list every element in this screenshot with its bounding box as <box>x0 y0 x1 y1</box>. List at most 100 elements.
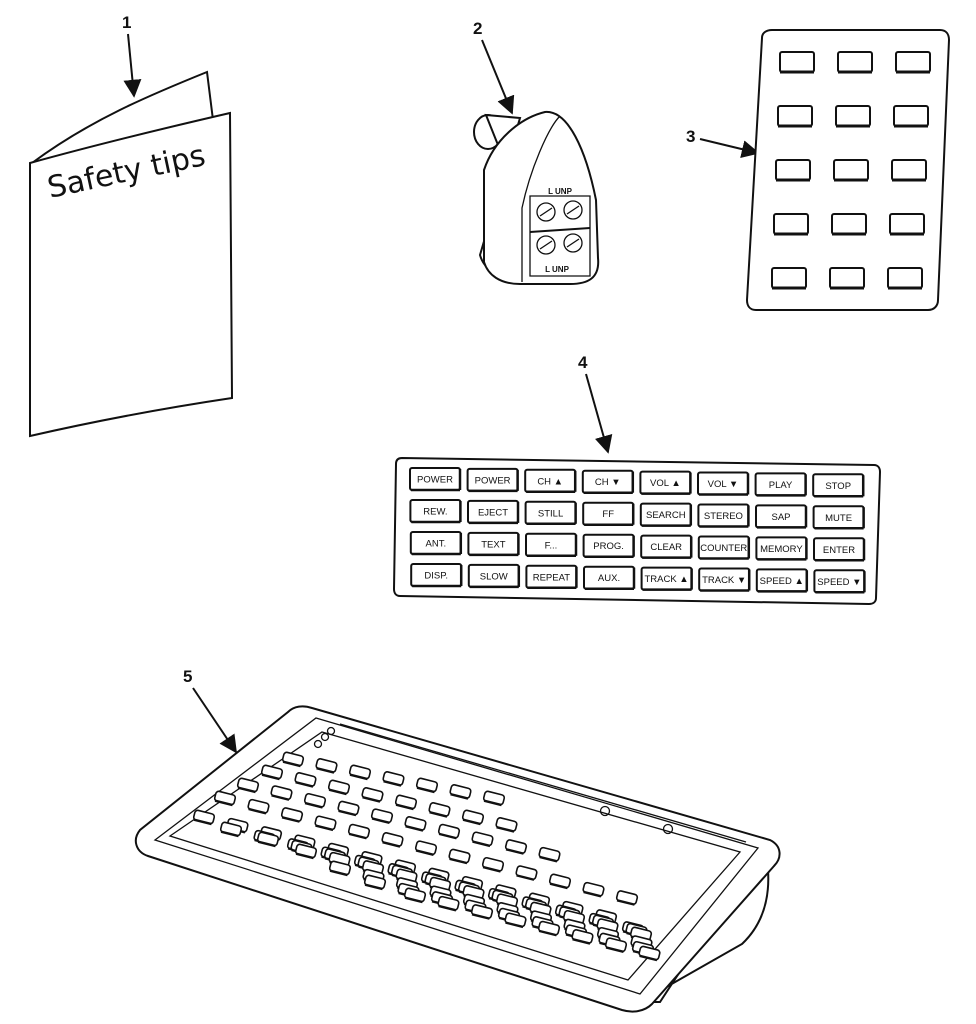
keyboard-key <box>361 787 384 803</box>
overlay-key-label: AUX. <box>598 573 620 584</box>
overlay-key-label: PROG. <box>593 541 624 552</box>
keyboard-key <box>328 860 352 877</box>
keyboard-key <box>537 920 561 937</box>
overlay-key: POWER <box>409 467 462 492</box>
overlay-key-label: DISP. <box>424 571 448 582</box>
keyboard-key <box>327 779 351 796</box>
overlay-key-label: CLEAR <box>650 542 682 553</box>
overlay-key: CH ▲ <box>524 468 577 494</box>
keyboard-key <box>504 839 528 855</box>
keyboard-key <box>270 785 293 801</box>
overlay-key-label: CH ▼ <box>595 477 621 488</box>
keyboard-key <box>448 848 471 865</box>
keyboard-key <box>449 784 472 800</box>
callout-2: 2 <box>473 19 482 38</box>
sheet-button <box>779 51 815 74</box>
overlay-key: AUX. <box>583 565 636 590</box>
overlay-key-label: SAP <box>771 512 790 523</box>
sheet-button <box>887 267 923 290</box>
keyboard-key <box>495 817 518 833</box>
keyboard-key <box>504 912 527 929</box>
keyboard-key <box>347 823 371 840</box>
overlay-key: MUTE <box>812 505 865 530</box>
keyboard-key <box>337 800 360 817</box>
overlay-key-label: SPEED ▲ <box>760 576 804 587</box>
overlay-key: VOL ▲ <box>639 470 692 495</box>
sheet-button <box>831 213 867 236</box>
leader-arrow-icon <box>123 33 142 98</box>
overlay-key: REPEAT <box>525 564 578 590</box>
sheet-button <box>771 267 807 290</box>
overlay-key: PLAY <box>754 472 807 497</box>
keyboard-key <box>437 895 460 912</box>
keyboard-unit <box>134 705 781 1013</box>
keyboard-key <box>548 873 572 890</box>
keyboard-key <box>538 846 561 863</box>
overlay-key: DISP. <box>410 563 463 588</box>
overlay-key-label: CH ▲ <box>537 476 563 487</box>
overlay-key-label: TEXT <box>481 539 505 550</box>
keyboard-key <box>428 802 451 818</box>
overlay-key-label: ANT. <box>426 539 447 550</box>
keyboard-key <box>213 790 237 807</box>
overlay-key: SPEED ▼ <box>813 569 866 594</box>
overlay-key: TEXT <box>467 531 520 557</box>
keyboard-key <box>482 790 506 807</box>
sheet-button <box>773 213 809 236</box>
keyboard-key <box>571 929 594 945</box>
overlay-key: POWER <box>466 467 519 493</box>
overlay-key-label: MEMORY <box>760 544 803 555</box>
keyboard-key <box>461 809 485 826</box>
overlay-key-label: TRACK ▼ <box>702 575 746 586</box>
overlay-key: SAP <box>755 504 808 529</box>
keyboard-key <box>256 831 280 848</box>
sheet-button <box>837 51 873 74</box>
safety-tips-booklet: Safety tips <box>29 70 234 438</box>
keyboard-key <box>370 808 394 824</box>
key-overlay: POWER POWER CH ▲ CH ▼ VOL ▲VOL ▼ PLAY STOP REW.… <box>392 456 882 606</box>
keyboard-key <box>247 798 270 815</box>
keyboard-key <box>260 764 284 781</box>
overlay-key: COUNTER <box>697 535 751 560</box>
overlay-key-label: COUNTER <box>700 543 747 554</box>
keyboard-key <box>615 890 639 906</box>
keyboard-key <box>471 831 494 848</box>
overlay-key-label: STEREO <box>704 511 743 522</box>
callout-3: 3 <box>686 127 695 146</box>
keyboard-key <box>348 764 372 781</box>
keyboard-key <box>314 815 337 832</box>
callout-5: 5 <box>183 667 192 686</box>
overlay-key: PROG. <box>582 533 635 558</box>
keyboard-key <box>582 881 605 898</box>
keyboard-key <box>403 887 427 904</box>
overlay-key: MEMORY <box>755 536 808 561</box>
overlay-key-label: SEARCH <box>646 510 686 521</box>
overlay-key-label: TRACK ▲ <box>644 574 688 585</box>
overlay-key: FF <box>582 501 635 526</box>
overlay-key: TRACK ▲ <box>640 566 693 591</box>
overlay-key: REW. <box>409 499 462 524</box>
sheet-button <box>835 105 871 128</box>
overlay-key-label: PLAY <box>769 480 793 491</box>
overlay-key: ENTER <box>813 537 866 562</box>
keyboard-key <box>294 843 318 860</box>
keyboard-key <box>303 792 327 809</box>
overlay-key: VOL ▼ <box>697 471 750 496</box>
leader-arrow-icon <box>585 373 613 454</box>
sheet-button <box>777 105 813 128</box>
keyboard-key <box>381 832 404 848</box>
overlay-key-label: POWER <box>475 475 511 486</box>
keyboard-key <box>382 771 405 787</box>
keyboard-key <box>280 807 304 823</box>
keyboard-key <box>604 937 628 953</box>
sheet-button <box>833 159 869 182</box>
keyboard-key <box>236 777 260 794</box>
overlay-key: EJECT <box>467 499 520 525</box>
overlay-key: SPEED ▲ <box>755 568 809 593</box>
adapter-bottom-marking: L UNP <box>545 265 570 274</box>
keyboard-key <box>219 821 243 838</box>
overlay-key: SLOW <box>467 563 521 589</box>
overlay-key: STOP <box>812 473 865 498</box>
overlay-key: TRACK ▼ <box>698 567 751 592</box>
